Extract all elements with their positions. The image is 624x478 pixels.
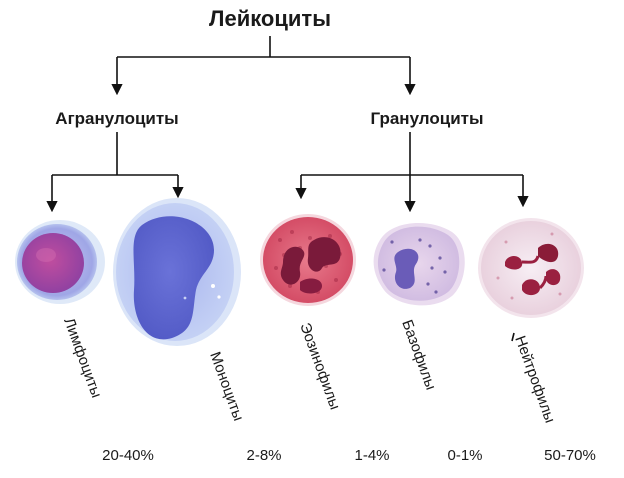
percent-basophils: 0-1%	[447, 447, 482, 464]
label-eosinophils: Эозинофилы	[296, 321, 343, 412]
percent-lymphocytes: 20-40%	[102, 447, 154, 464]
label-neutrophils: Нейтрофилы	[511, 334, 558, 426]
percent-monocytes: 2-8%	[246, 447, 281, 464]
percent-eosinophils: 1-4%	[354, 447, 389, 464]
label-monocytes: Моноциты	[206, 350, 247, 424]
lymphocyte-cell-image	[15, 220, 105, 304]
group-granulocytes: Гранулоциты	[370, 109, 483, 128]
percent-neutrophils: 50-70%	[544, 447, 596, 464]
label-lymphocytes: Лимфоциты	[60, 316, 105, 401]
neutrophil-label-tick	[511, 332, 515, 342]
basophil-cell-image	[373, 222, 465, 306]
group-agranulocytes: Агранулоциты	[55, 109, 178, 128]
eosinophil-cell-image	[260, 214, 356, 306]
neutrophil-cell-image	[478, 218, 584, 318]
diagram-title: Лейкоциты	[209, 6, 331, 31]
label-basophils: Базофилы	[398, 318, 439, 393]
tree-connectors	[46, 36, 529, 213]
monocyte-cell-image	[113, 198, 241, 346]
